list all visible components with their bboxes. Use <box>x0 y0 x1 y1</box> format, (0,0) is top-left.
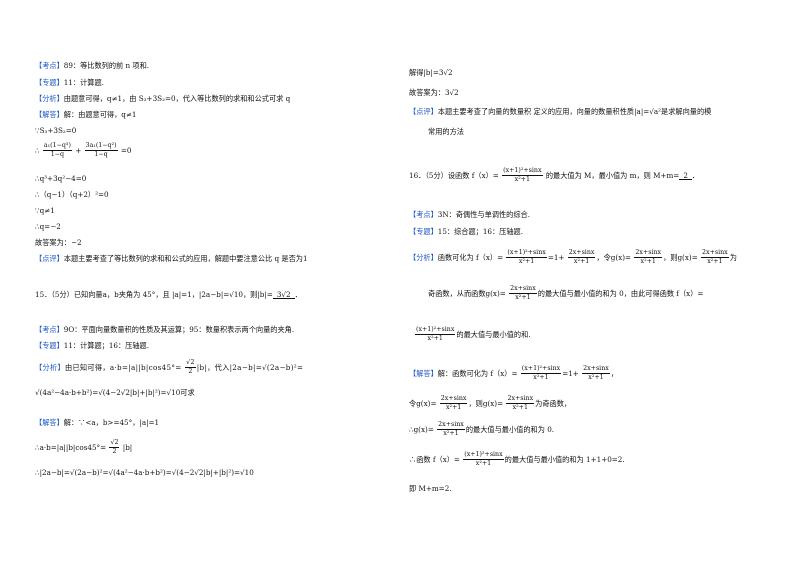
tag-zhuanti: 【专题】 <box>35 341 64 350</box>
answer-blank: 2 <box>679 172 692 180</box>
tag-jieda: 【解答】 <box>35 418 64 427</box>
tag-zhuanti: 【专题】 <box>35 78 64 87</box>
fraction: 3a₁(1−q²)1−q <box>84 142 118 159</box>
right-column: 解得|b|=3√2 故答案为：3√2 【点评】本题主要考查了向量的数量积 定义的… <box>400 0 800 565</box>
tag-dianping: 【点评】 <box>409 107 438 116</box>
tag-dianping: 【点评】 <box>35 254 64 263</box>
solution-fraction-step: ∴ a₁(1−q³)1−q + 3a₁(1−q²)1−q =0 <box>35 142 132 159</box>
tag-kaodian: 【考点】 <box>409 210 438 219</box>
tag-fenxi: 【分析】 <box>35 362 65 372</box>
answer-blank: 3√2 <box>272 291 295 300</box>
kaodian-line: 【考点】89：等比数列的前 n 项和. <box>35 61 150 70</box>
solution-step: ∴|2a−b|=√(2a−b)²=√(4a²−4a·b+b²)=√(4−2√2|… <box>35 468 254 477</box>
solution-step: ∵S₃+3S₂=0 <box>35 126 77 135</box>
fraction: a₁(1−q³)1−q <box>42 142 72 159</box>
answer-line: 故答案为：−2 <box>35 238 82 247</box>
tag-kaodian: 【考点】 <box>35 325 64 334</box>
solution-step: 解得|b|=3√2 <box>409 68 453 77</box>
solution-step: ∴q³+3q²−4=0 <box>35 174 87 183</box>
dianping-line: 【点评】本题主要考查了等比数列的求和和公式的应用，解题中要注意公比 q 是否为1 <box>35 254 308 263</box>
solution-step: ∵q≠1 <box>35 206 55 215</box>
kaodian-line: 【考点】3N：奇偶性与单调性的综合. <box>409 210 530 219</box>
solution-step: ∴（q−1）（q+2）²=0 <box>35 190 109 199</box>
tag-zhuanti: 【专题】 <box>409 227 438 236</box>
tag-fenxi: 【分析】 <box>35 94 64 103</box>
analysis-continuation: √(4a²−4a·b+b²)=√(4−2√2|b|+|b|²)=√10可求 <box>35 388 195 397</box>
tag-kaodian: 【考点】 <box>35 61 64 70</box>
dianping-line: 【点评】本题主要考查了向量的数量积 定义的应用，向量的数量积性质|a|=√a²是… <box>409 107 712 116</box>
solution-step: ∴q=−2 <box>35 222 61 231</box>
fenxi-line: 【分析】由题意可得，q≠1，由 S₃+3S₂=0，代入等比数列的求和和公式可求 … <box>35 94 291 103</box>
jieda-line: 【解答】解：∵<a，b>=45°，|a|=1 <box>35 418 160 427</box>
tag-fenxi: 【分析】 <box>409 252 438 262</box>
question-15: 15．（5分）已知向量a，b夹角为 45°，且 |a|=1，|2a−b|=√10… <box>35 290 302 300</box>
answer-line: 即 M+m=2. <box>409 484 452 493</box>
dianping-continuation: 常用的方法 <box>428 127 464 136</box>
kaodian-line: 【考点】9O：平面向量数量积的性质及其运算；95：数量积表示两个向量的夹角. <box>35 325 295 334</box>
answer-line: 故答案为：3√2 <box>409 88 459 97</box>
tag-jieda: 【解答】 <box>409 368 438 378</box>
zhuanti-line: 【专题】11：计算题. <box>35 78 104 87</box>
jieda-line: 【解答】解：由题意可得，q≠1 <box>35 110 137 119</box>
zhuanti-line: 【专题】11：计算题；16：压轴题. <box>35 341 150 350</box>
tag-jieda: 【解答】 <box>35 110 64 119</box>
zhuanti-line: 【专题】15：综合题；16：压轴题. <box>409 227 524 236</box>
left-column: 【考点】89：等比数列的前 n 项和. 【专题】11：计算题. 【分析】由题意可… <box>35 61 308 477</box>
